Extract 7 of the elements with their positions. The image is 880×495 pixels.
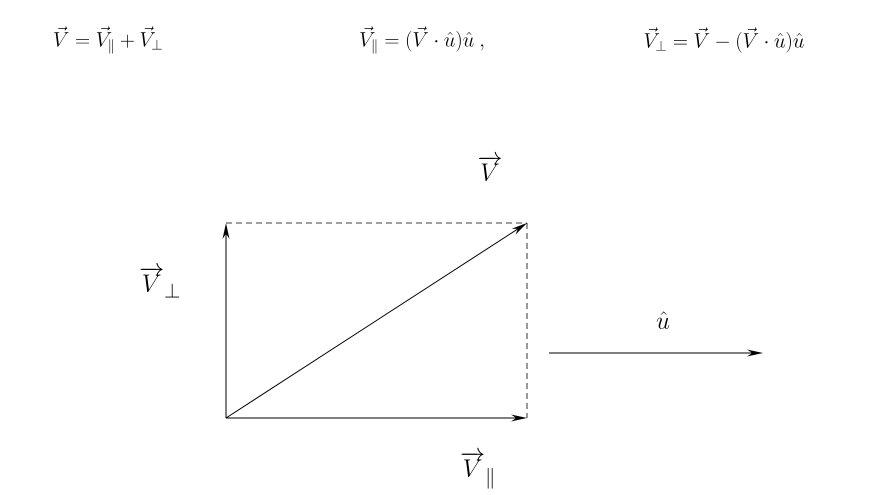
vector-label: $\hat{u}$ (656, 311, 670, 329)
vector-label: $\overrightarrow{V}_{\|}$ (462, 448, 493, 489)
equation: $\vec{V}_{\perp} = \vec{V} - (\vec{V} \cdot \hat{u})\hat{u}$ (644, 27, 804, 53)
equation: $\vec{V}_{\|} = (\vec{V} \cdot \hat{u})\hat{u}\ ,$ (360, 26, 484, 54)
equation: $\vec{V} = \vec{V}_{\|} + \vec{V}_{\perp}$ (54, 26, 162, 54)
vector-label: $\overrightarrow{V}_{\perp}$ (140, 262, 180, 298)
vector-label: $\overrightarrow{V}$ (478, 152, 502, 182)
